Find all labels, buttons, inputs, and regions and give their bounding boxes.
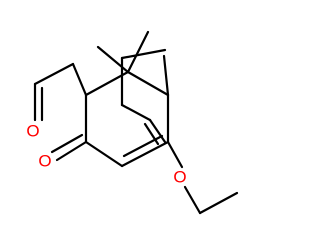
bond-c1-c6 — [120, 48, 167, 60]
bond-ketone-c-o — [55, 140, 88, 162]
bond-c3-c2-ring — [84, 140, 124, 168]
bond-c3-c4-double-inner — [143, 122, 160, 146]
aldehyde-oxygen-label: O — [26, 122, 39, 141]
bond-c6-c5-ring — [126, 70, 170, 97]
ether-oxygen-label: O — [173, 168, 186, 187]
bond-ketone-c-o-double — [50, 133, 84, 154]
bond-c4-c3-ring — [120, 140, 170, 168]
bond-c3-c4-double — [148, 118, 167, 144]
bond-ring-ch2 — [71, 62, 88, 97]
bond-ch2-cho — [33, 62, 75, 86]
bond-methyl-right — [126, 30, 150, 74]
bond-c6-c5 — [162, 54, 170, 97]
bond-ch2-ch3 — [198, 191, 239, 215]
ketone-oxygen-label: O — [38, 152, 51, 171]
bond-c2-c3 — [120, 103, 152, 122]
bond-methyl-left — [96, 45, 130, 74]
bond-c1-c6-ring — [84, 70, 130, 97]
bond-c4-c3-ring-double — [122, 134, 164, 158]
molecule-structure-diagram: O O O — [26, 30, 239, 215]
bond-ring-ether-o — [166, 140, 184, 169]
bond-ether-o-ch2 — [183, 185, 202, 215]
